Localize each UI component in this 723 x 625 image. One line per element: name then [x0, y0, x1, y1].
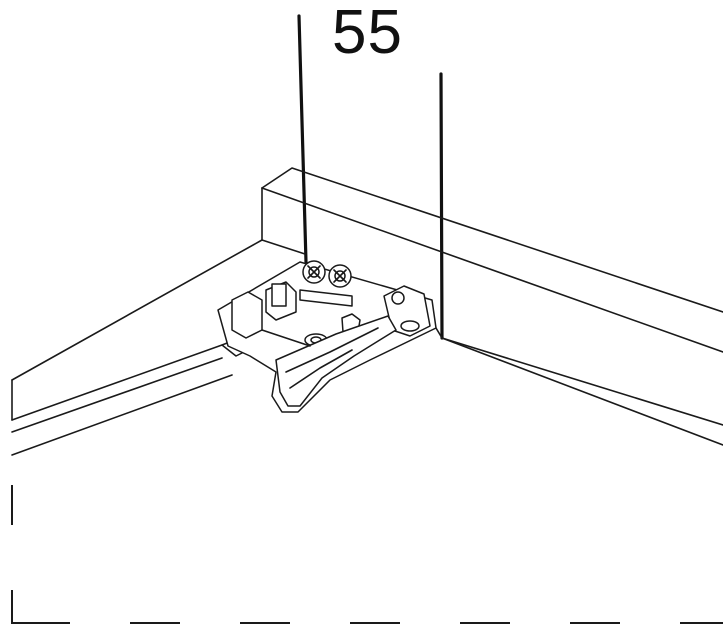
panel-outline-dashed	[11, 485, 723, 624]
dimension-line-right	[439, 72, 444, 340]
dimension-label: 55	[332, 0, 403, 67]
hinge-mount	[217, 260, 437, 413]
dimension-line-left	[297, 14, 308, 264]
side-rail	[11, 239, 263, 456]
